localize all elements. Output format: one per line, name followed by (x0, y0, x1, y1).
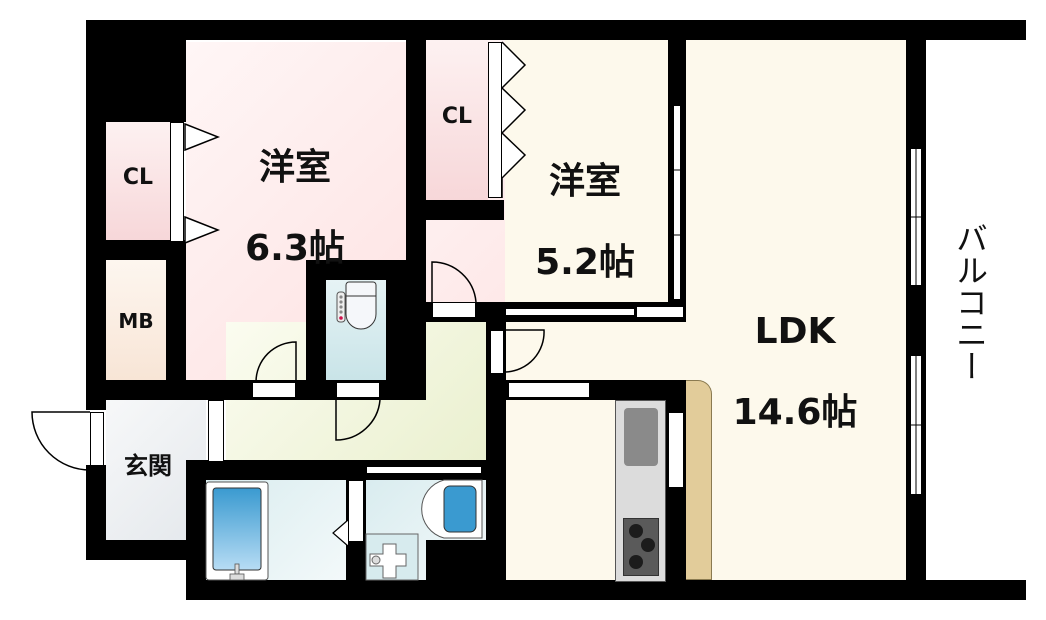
meter-box-label: MB (118, 309, 154, 333)
wall-left-block (86, 20, 186, 122)
wall-toilet-right (386, 260, 426, 400)
room-size: 6.3帖 (245, 227, 345, 269)
wall-left-lower (86, 465, 106, 560)
entrance-label: 玄関 (124, 452, 172, 480)
washing-machine-pan-icon (365, 533, 419, 581)
room2-sliding-door-2[interactable] (636, 306, 684, 318)
wall-bottom (186, 580, 1026, 600)
room-label-western-2: 洋室 5.2帖 (515, 122, 655, 324)
meter-box-floor (106, 260, 166, 380)
wall-cl1-bottom (86, 240, 186, 260)
hall-opening[interactable] (208, 400, 224, 462)
room1-door-opening[interactable] (252, 382, 296, 398)
toilet-door-opening[interactable] (336, 382, 380, 398)
wall-room1-right (406, 20, 426, 260)
room-name: 洋室 (548, 161, 621, 203)
room2-sliding-door[interactable] (505, 308, 635, 316)
wall-bath-top (186, 460, 506, 480)
wall-mb-right (166, 240, 186, 400)
entrance-door-opening[interactable] (90, 412, 104, 466)
ldk-door-opening[interactable] (490, 330, 504, 374)
room-size: 5.2帖 (535, 241, 635, 283)
stove-icon (623, 518, 659, 576)
wall-entrance-bottom (86, 540, 206, 560)
kitchen-opening[interactable] (508, 382, 590, 398)
room2-window[interactable] (673, 105, 681, 300)
bath-door[interactable] (348, 480, 364, 542)
room-size: 14.6帖 (732, 391, 858, 433)
room-label-western-1: 洋室 6.3帖 (220, 108, 370, 310)
balcony-label: バルコニー (951, 222, 989, 382)
closet-2-door-track[interactable] (488, 42, 502, 198)
closet-1-label: CL (122, 165, 154, 190)
room-name: LDK (754, 311, 836, 353)
closet-1-floor (106, 122, 170, 240)
toilet-icon (336, 281, 377, 330)
kitchen-cabinet (686, 380, 712, 580)
closet-2-floor (426, 40, 488, 200)
closet-1-door-track[interactable] (170, 122, 184, 242)
wall-top (86, 20, 1026, 40)
wall-bath-left (186, 460, 206, 600)
closet-2-label: CL (441, 104, 473, 129)
burner-icon (629, 555, 643, 569)
room2-door-opening[interactable] (432, 302, 476, 318)
room-label-ldk: LDK 14.6帖 (715, 272, 875, 474)
burner-icon (629, 524, 643, 538)
wall-toilet-left (306, 260, 326, 400)
wash-sliding-door[interactable] (366, 466, 482, 474)
kitchen-sink-icon (624, 408, 658, 466)
wall-cl2-bottom (426, 200, 504, 220)
burner-icon (641, 538, 655, 552)
washbasin-icon (421, 479, 483, 539)
room-name: 洋室 (258, 147, 331, 189)
wall-hall-right (486, 302, 506, 600)
bathtub-icon (205, 481, 269, 581)
pantry-opening[interactable] (668, 412, 684, 488)
